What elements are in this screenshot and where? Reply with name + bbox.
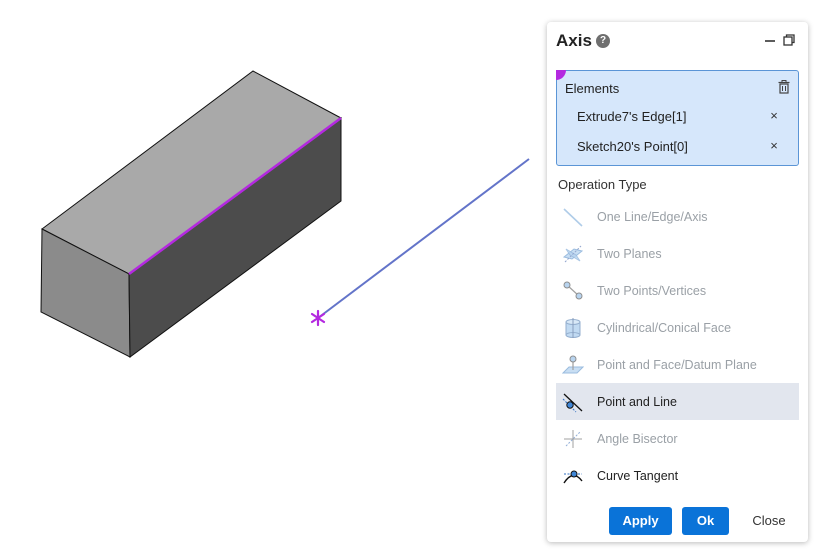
remove-element-icon[interactable]: × xyxy=(770,138,778,153)
minimize-icon[interactable] xyxy=(763,32,777,48)
operation-type-label: Operation Type xyxy=(558,177,647,192)
close-button[interactable]: Close xyxy=(752,513,786,528)
remove-element-icon[interactable]: × xyxy=(770,108,778,123)
op-one-line-edge-axis[interactable]: One Line/Edge/Axis xyxy=(556,198,799,235)
element-item[interactable]: Sketch20's Point[0] × xyxy=(557,133,798,161)
panel-title: Axis xyxy=(556,31,592,50)
point-plane-icon xyxy=(562,355,584,374)
op-point-and-line[interactable]: Point and Line xyxy=(556,383,799,420)
line-icon xyxy=(563,208,583,227)
op-label: Point and Line xyxy=(597,395,677,409)
active-selection-indicator xyxy=(556,70,566,80)
op-point-and-face-datum-plane[interactable]: Point and Face/Datum Plane xyxy=(556,346,799,383)
op-cylindrical-conical-face[interactable]: Cylindrical/Conical Face xyxy=(556,309,799,346)
elements-selection-box[interactable]: Elements Extrude7's Edge[1] × Sketch20's… xyxy=(556,70,799,166)
element-item[interactable]: Extrude7's Edge[1] × xyxy=(557,103,798,131)
apply-button[interactable]: Apply xyxy=(609,507,672,535)
panel-header[interactable]: Axis ? xyxy=(547,22,808,62)
element-item-label: Sketch20's Point[0] xyxy=(577,139,688,154)
op-angle-bisector[interactable]: Angle Bisector xyxy=(556,420,799,457)
selected-point-marker[interactable] xyxy=(310,309,326,327)
restore-window-icon[interactable] xyxy=(782,32,796,48)
point-line-icon xyxy=(562,393,583,413)
op-label: One Line/Edge/Axis xyxy=(597,210,708,224)
help-icon[interactable]: ? xyxy=(596,34,610,48)
op-label: Cylindrical/Conical Face xyxy=(597,321,732,335)
axis-preview-line xyxy=(317,158,530,319)
curve-tangent-icon xyxy=(563,470,583,484)
op-two-points-vertices[interactable]: Two Points/Vertices xyxy=(556,272,799,309)
op-label: Curve Tangent xyxy=(597,469,679,483)
op-label: Angle Bisector xyxy=(597,432,678,446)
op-label: Two Points/Vertices xyxy=(597,284,707,298)
op-two-planes[interactable]: Two Planes xyxy=(556,235,799,272)
selected-edge[interactable] xyxy=(128,116,342,276)
two-planes-icon xyxy=(562,245,584,263)
element-item-label: Extrude7's Edge[1] xyxy=(577,109,687,124)
ok-button[interactable]: Ok xyxy=(682,507,729,535)
two-points-icon xyxy=(563,281,583,300)
op-curve-tangent[interactable]: Curve Tangent xyxy=(556,457,799,494)
elements-label: Elements xyxy=(565,81,620,96)
op-label: Two Planes xyxy=(597,247,662,261)
trash-icon[interactable] xyxy=(777,79,791,95)
angle-bisector-icon xyxy=(564,430,582,448)
cylinder-icon xyxy=(565,318,581,338)
axis-panel: Axis ? Elements Extrude7's Edge[1] × Ske… xyxy=(547,22,808,542)
operation-type-list: One Line/Edge/Axis Two Planes Two Points… xyxy=(556,198,799,494)
op-label: Point and Face/Datum Plane xyxy=(597,358,757,372)
